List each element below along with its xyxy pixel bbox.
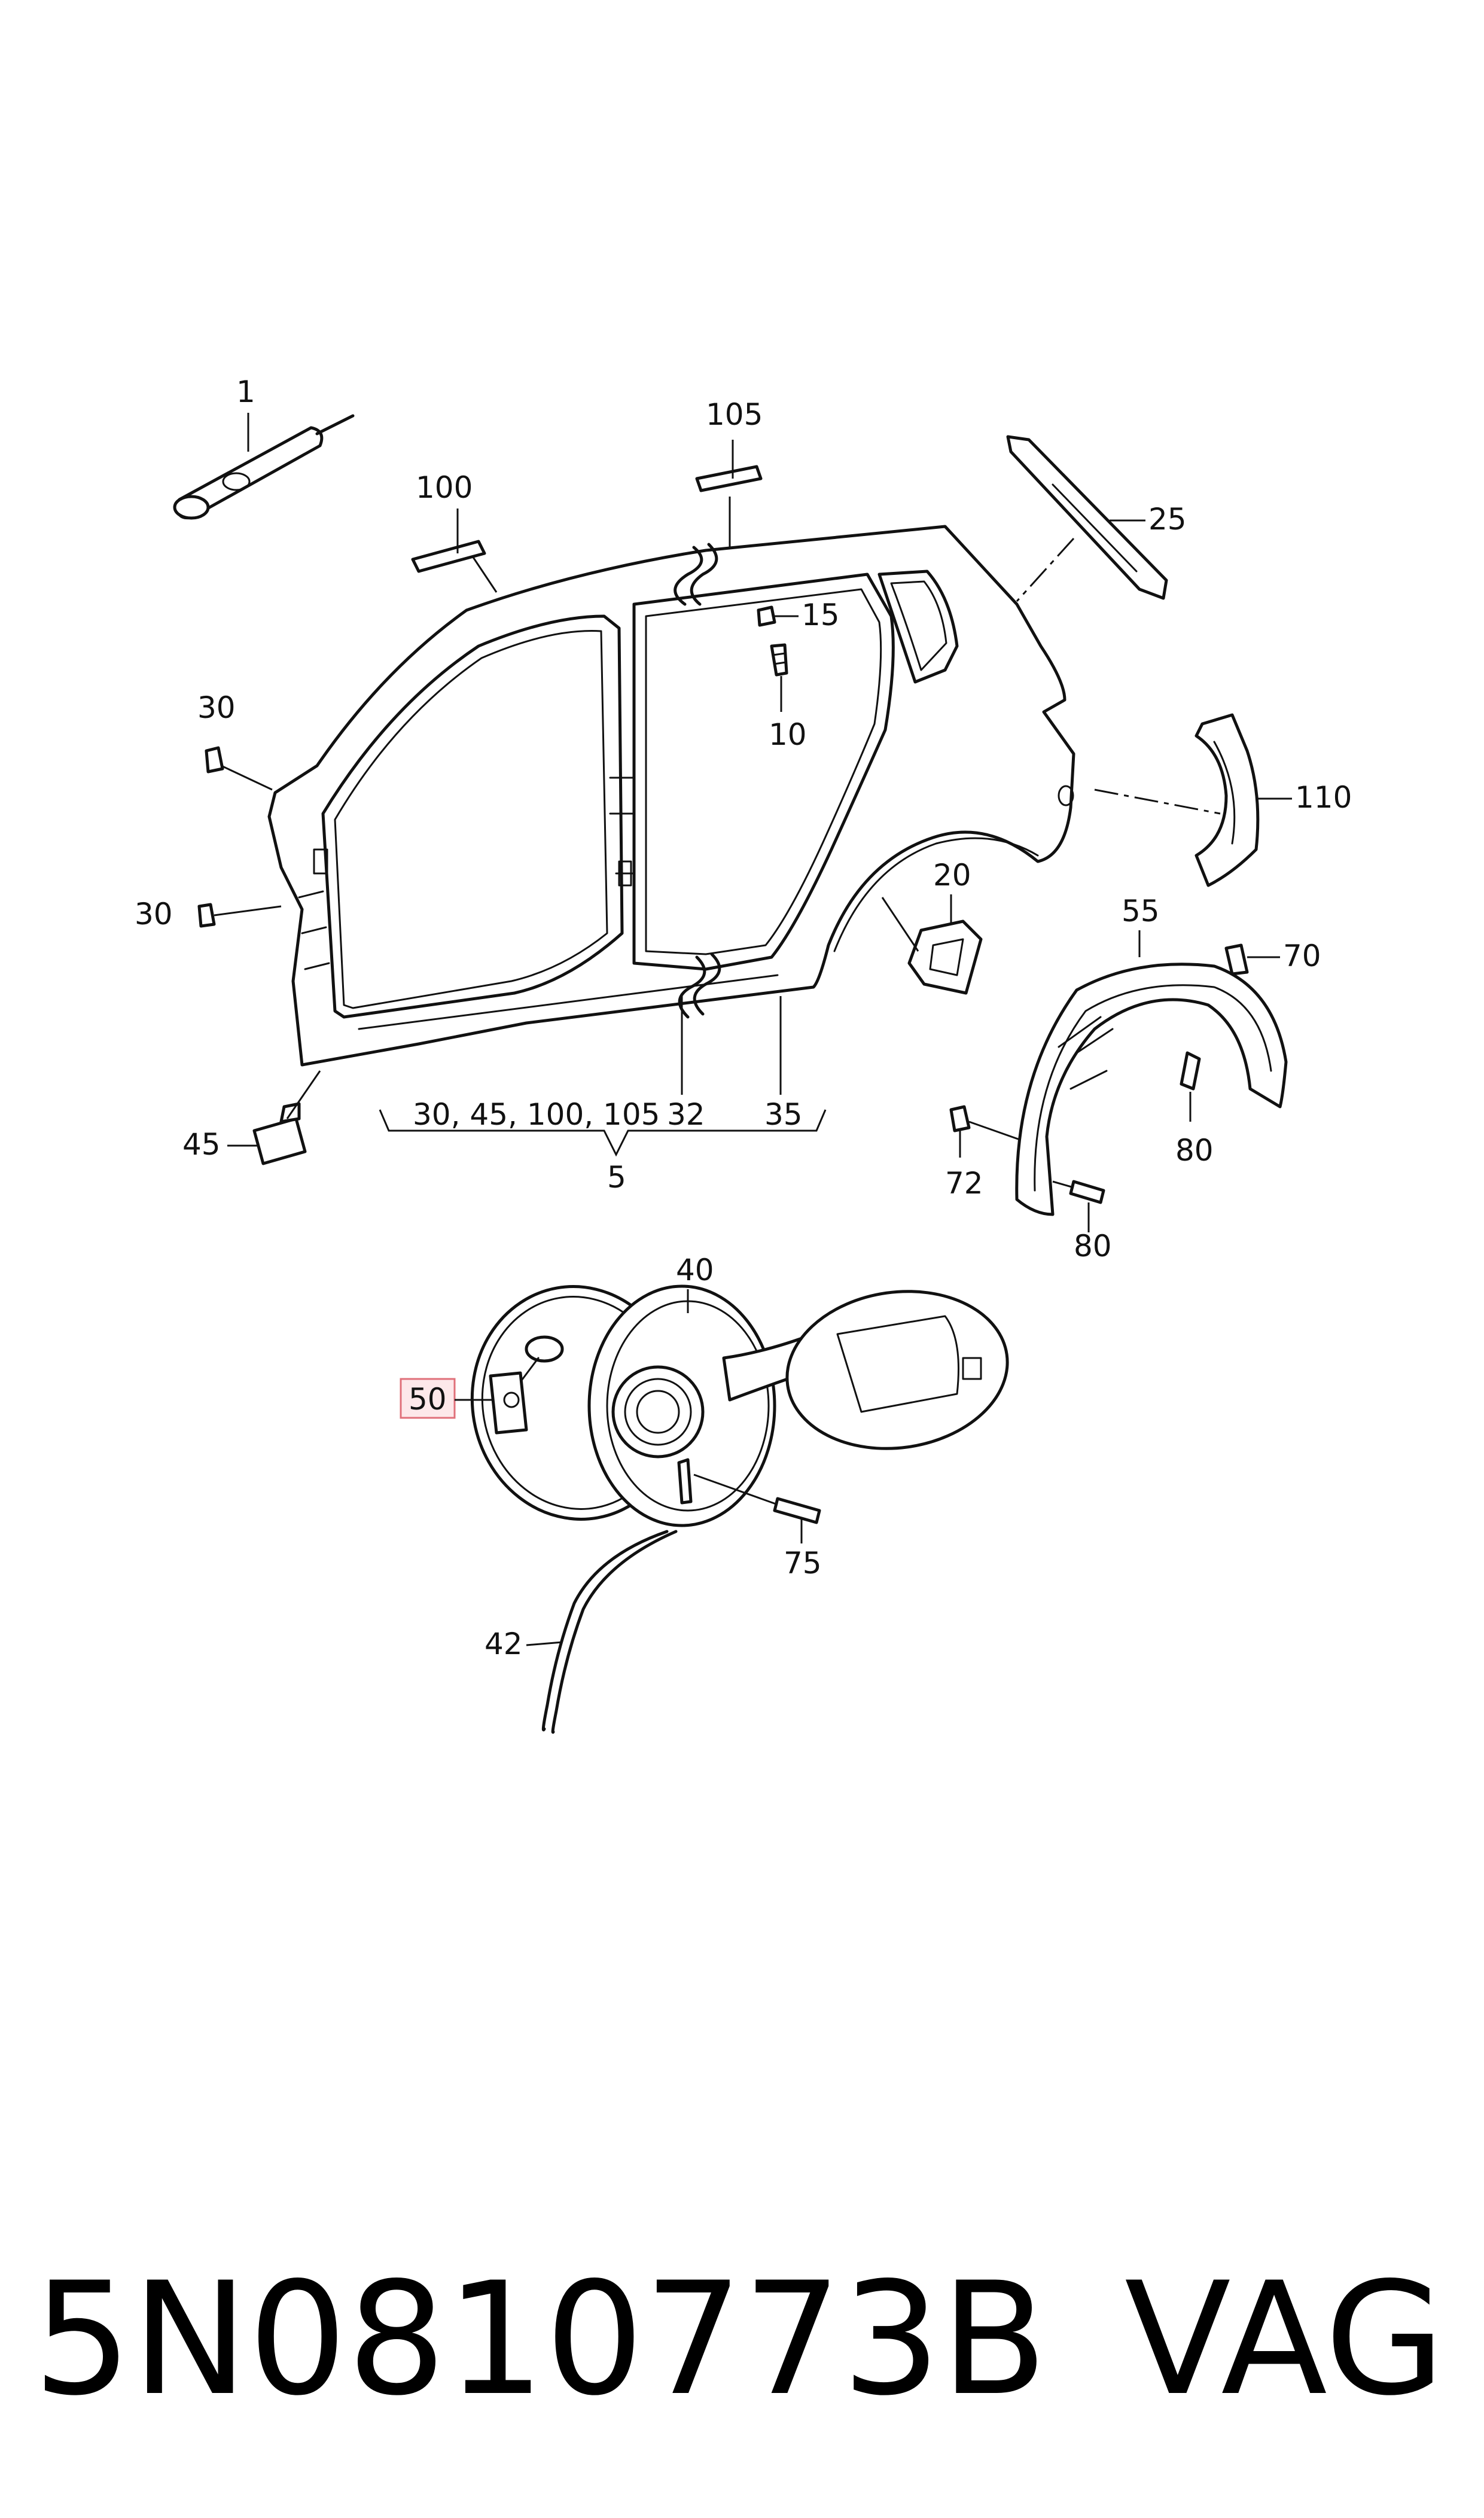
part-30-clip-upper [205, 746, 273, 791]
callout-15: 15 [802, 598, 840, 632]
callout-80-lower: 80 [1074, 1229, 1112, 1263]
callout-70: 70 [1283, 939, 1321, 973]
callout-45: 45 [182, 1127, 221, 1162]
callout-25: 25 [1148, 502, 1187, 537]
part-45-bracket [227, 1070, 321, 1165]
callout-40: 40 [676, 1253, 714, 1287]
callout-105: 105 [706, 397, 763, 432]
part-80-screw-upper [1180, 1051, 1201, 1122]
part-30-clip-lower [197, 903, 282, 928]
callout-30-lower: 30 [135, 897, 173, 931]
callout-50: 50 [409, 1382, 447, 1417]
part-80-screw-lower [1052, 1180, 1105, 1232]
callout-72: 72 [945, 1166, 983, 1201]
part-105-bracket [695, 440, 763, 550]
part-72-clip [949, 1105, 1020, 1158]
part-100-bracket [411, 509, 498, 593]
part-15-clip [757, 605, 799, 627]
part-75-screw [693, 1473, 821, 1543]
part-70-clip [1224, 943, 1280, 976]
group-bracket-5 [379, 993, 827, 1157]
callout-110: 110 [1295, 780, 1352, 815]
callout-10: 10 [769, 717, 807, 752]
part-number: 5N0810773B [33, 2249, 1047, 2430]
callout-35: 35 [764, 1097, 803, 1132]
part-20-bracket [881, 894, 983, 995]
part-110-bracket [1094, 713, 1292, 887]
brand-name: VAG [1125, 2249, 1445, 2430]
callout-5: 5 [607, 1160, 626, 1195]
callout-1: 1 [236, 374, 255, 409]
callout-30-upper: 30 [197, 690, 236, 725]
callout-32: 32 [667, 1097, 705, 1132]
callout-42: 42 [484, 1627, 523, 1661]
callout-100: 100 [416, 470, 473, 505]
callout-75: 75 [784, 1546, 822, 1581]
highlight-box-50 [400, 1378, 456, 1419]
part-1-tube [173, 413, 355, 520]
part-25-strip [1006, 435, 1168, 602]
callout-group-list: 30, 45, 100, 105 [413, 1097, 660, 1132]
part-50-lock [489, 1371, 528, 1435]
fuel-flap-assembly [470, 1284, 1009, 1527]
callout-55: 55 [1122, 894, 1160, 928]
part-55-wheelarch-liner [1015, 930, 1288, 1216]
callout-20: 20 [933, 858, 971, 893]
part-10-screw [770, 643, 788, 712]
side-panel [267, 525, 1075, 1067]
callout-80-upper: 80 [1175, 1133, 1214, 1168]
part-42-cable [526, 1530, 678, 1734]
